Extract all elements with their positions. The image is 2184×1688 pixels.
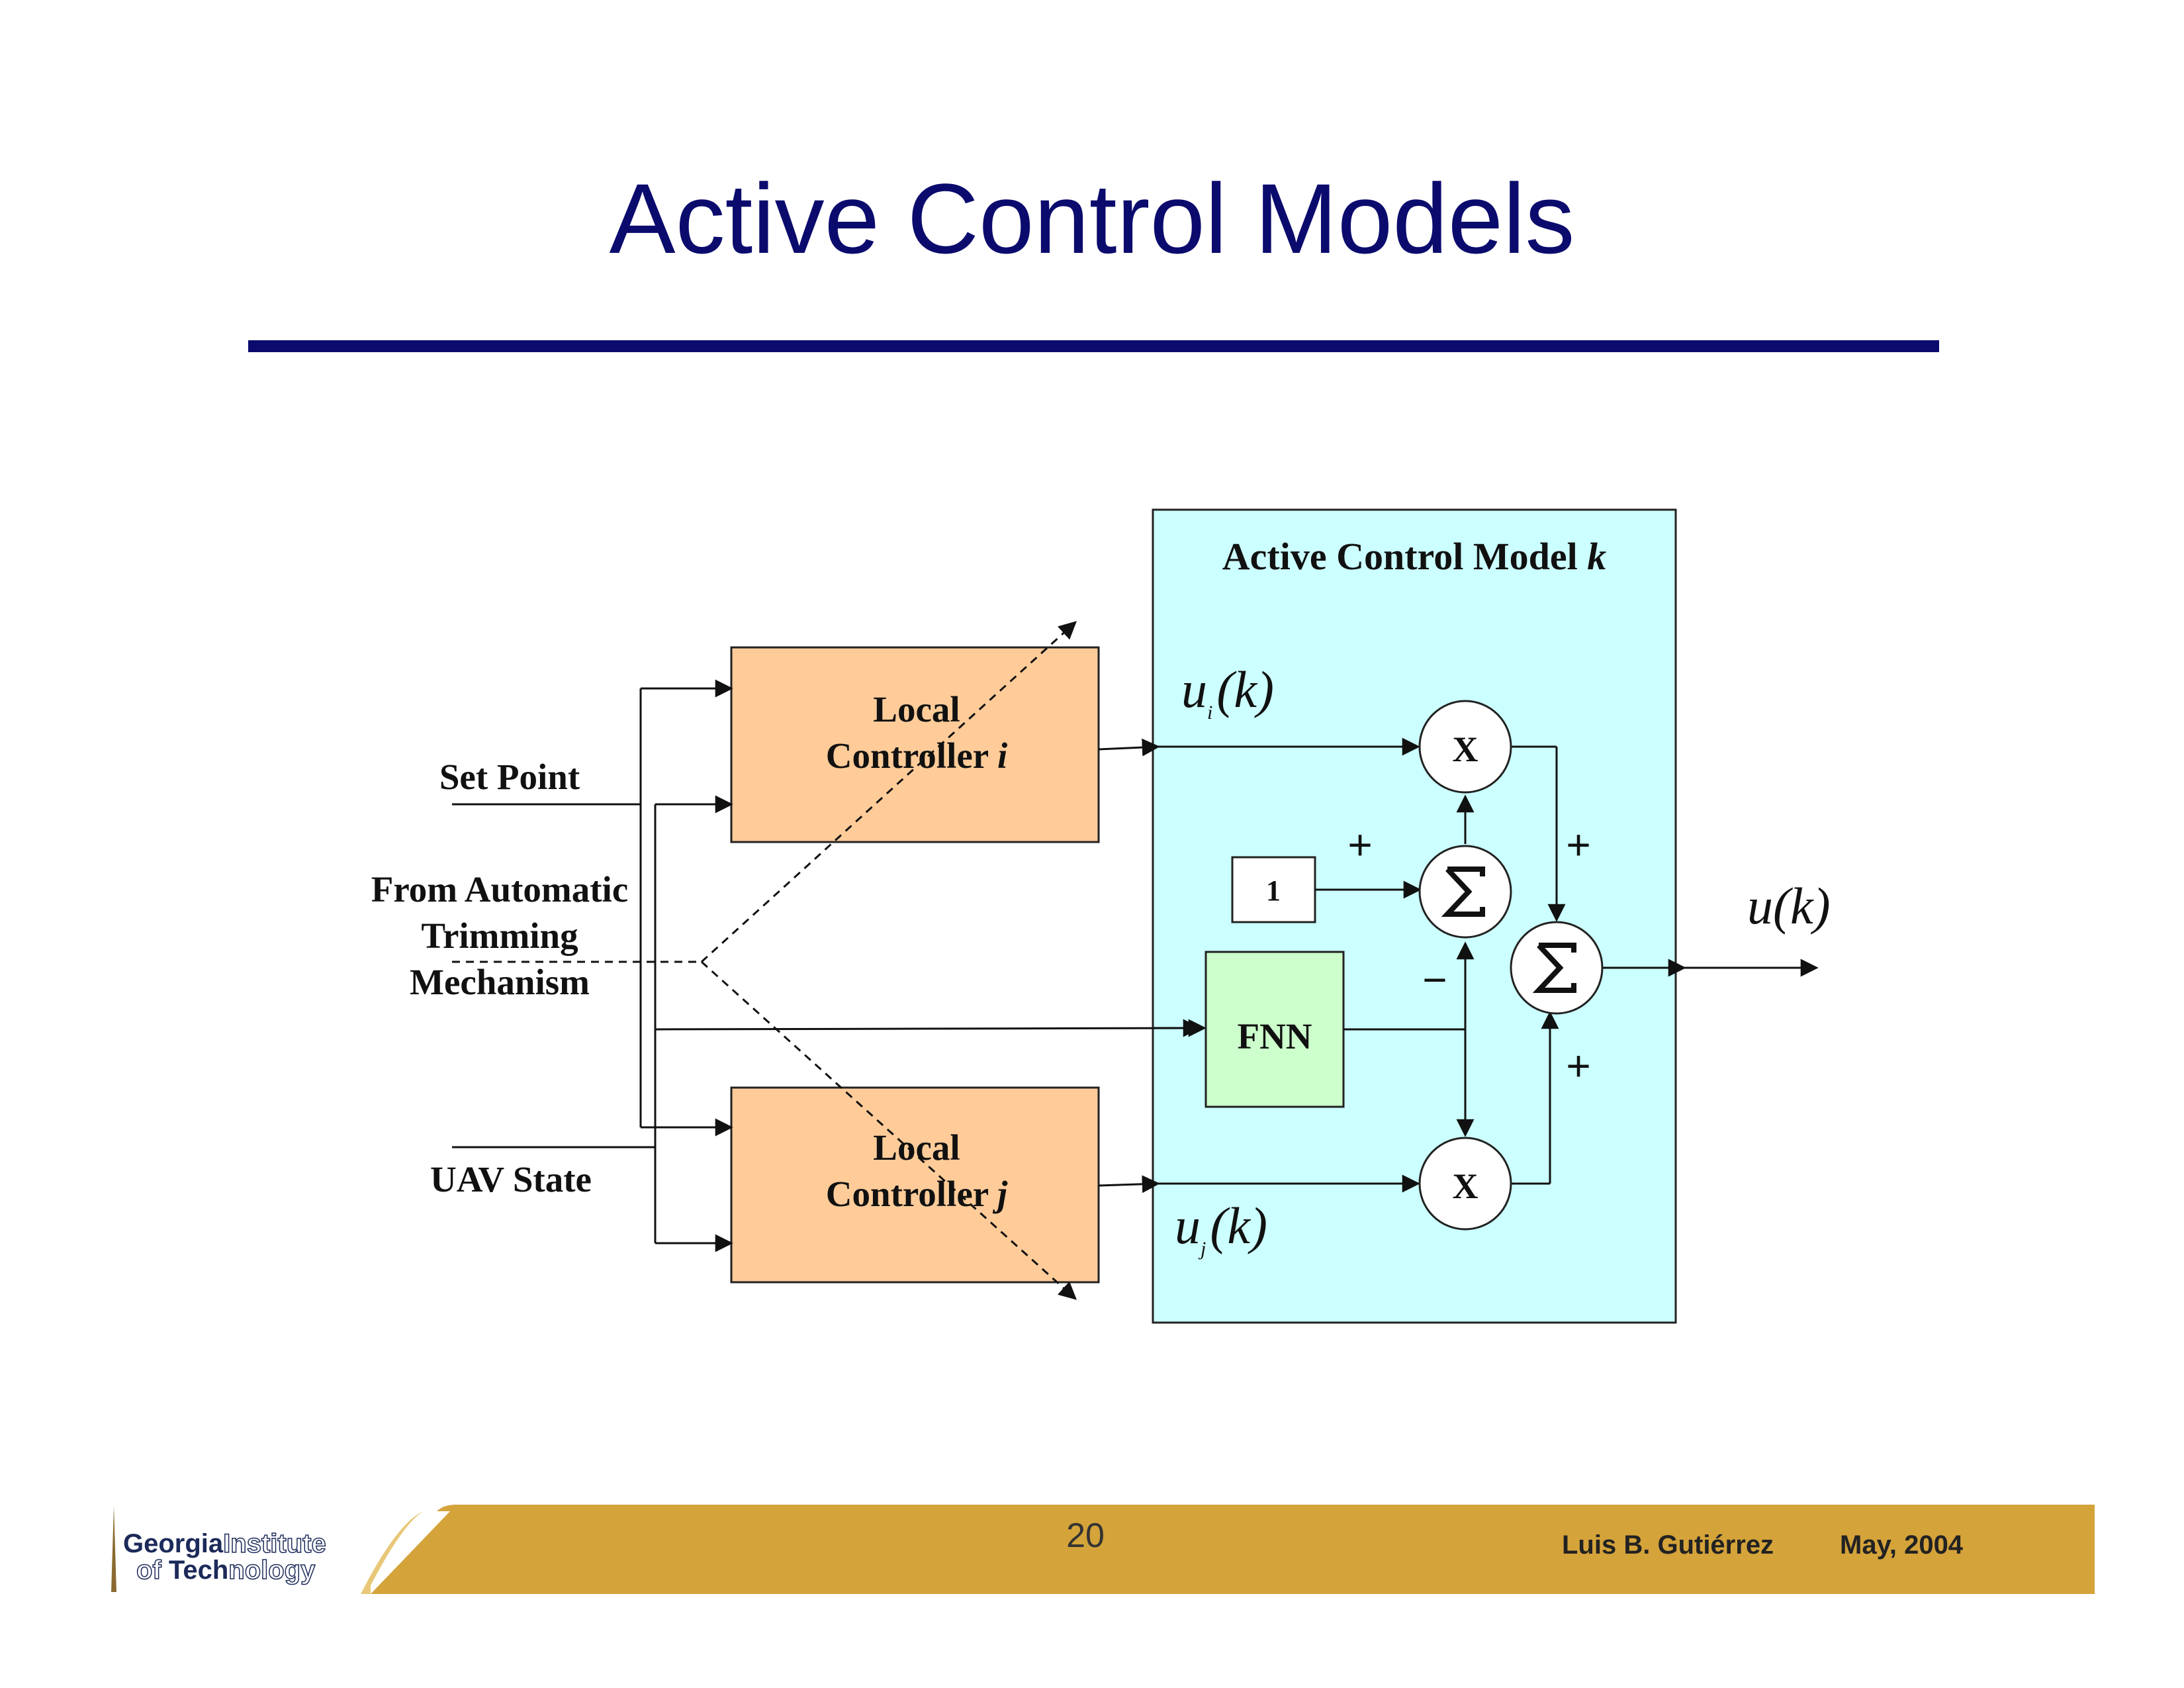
trimming-dashed-lines xyxy=(452,621,1077,1300)
auto-trim-label-line3: Mechanism xyxy=(410,962,590,1002)
fnn-block xyxy=(1205,951,1345,1108)
sum1-plus-sign: + xyxy=(1347,821,1372,868)
sum2-plus-top-sign: + xyxy=(1566,821,1590,868)
controller-j-label-line2: Controller j xyxy=(826,1174,1008,1214)
multiplier-top-label: X xyxy=(1453,729,1479,769)
output-signal-label: u(k) xyxy=(1747,877,1831,935)
svg-text:GeorgiaInstitute: GeorgiaInstitute xyxy=(123,1529,326,1558)
title-divider xyxy=(248,340,1939,352)
page-title: Active Control Models xyxy=(609,163,1575,274)
local-controller-j-box xyxy=(730,1086,1100,1284)
acm-label: Active Control Model k xyxy=(1222,535,1606,578)
uj-signal-label: uj(k) xyxy=(1175,1197,1267,1260)
input-wiring xyxy=(452,679,1206,1252)
sum1-minus-sign: − xyxy=(1422,956,1447,1004)
page-number: 20 xyxy=(1066,1517,1105,1555)
auto-trim-label-line1: From Automatic xyxy=(371,869,629,910)
controller-j-label-line1: Local xyxy=(873,1127,960,1168)
controller-i-label-line2: Controller i xyxy=(826,735,1008,776)
local-controller-i-box xyxy=(730,646,1100,843)
presentation-date: May, 2004 xyxy=(1840,1530,1964,1560)
multiplier-top xyxy=(1418,700,1512,794)
author-name: Luis B. Gutiérrez xyxy=(1562,1530,1774,1560)
constant-one-label: 1 xyxy=(1266,874,1281,907)
acm-internal-wiring xyxy=(1315,745,1819,1185)
controller-output-wiring xyxy=(1098,737,1420,1194)
uav-state-label: UAV State xyxy=(430,1159,592,1199)
constant-one-block xyxy=(1231,856,1316,923)
svg-text:of Technology: of Technology xyxy=(136,1556,316,1585)
ui-signal-label: ui(k) xyxy=(1181,661,1274,724)
multiplier-bottom xyxy=(1418,1137,1512,1231)
auto-trim-label-line2: Trimming xyxy=(421,915,578,956)
sigma-icon xyxy=(1532,943,1576,993)
multiplier-bottom-label: X xyxy=(1453,1166,1479,1206)
fnn-label: FNN xyxy=(1237,1016,1312,1056)
sigma-icon xyxy=(1441,867,1485,917)
georgia-tech-logo: GeorgiaInstitute of Technology xyxy=(111,1506,326,1592)
sum2-plus-bottom-sign: + xyxy=(1566,1042,1590,1090)
controller-i-label-line1: Local xyxy=(873,689,960,729)
set-point-label: Set Point xyxy=(439,757,580,797)
footer-band xyxy=(106,1505,2095,1594)
